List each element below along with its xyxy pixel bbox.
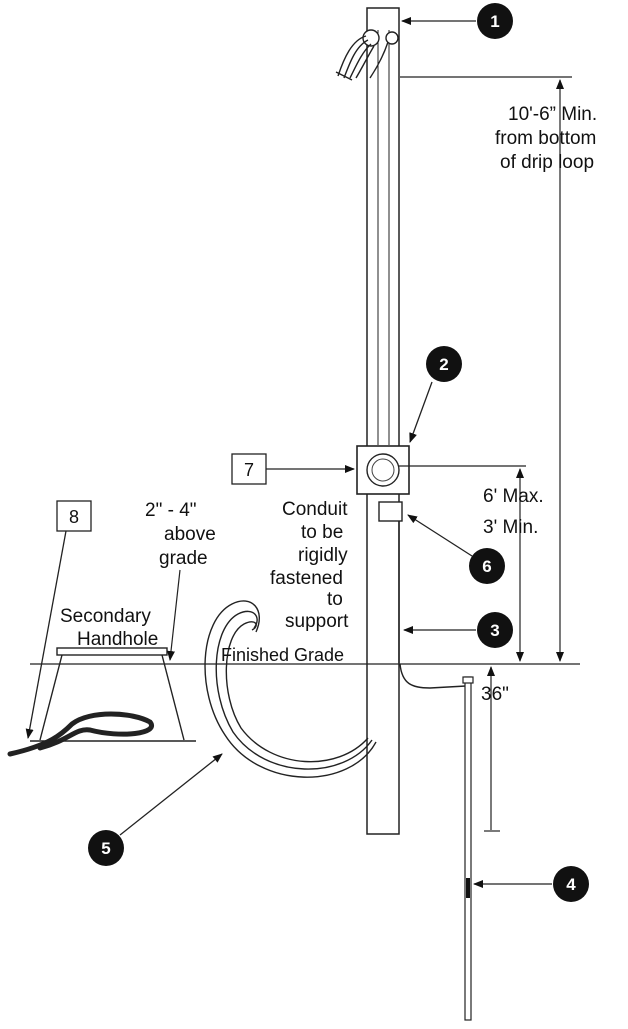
meter-socket-inner [371,458,395,482]
conduit-label-line6: support [285,611,349,632]
callout-3-badge [477,612,513,648]
callout-4-number: 4 [566,875,576,894]
dim-10ft6-line3: of drip loop [500,152,594,173]
callout-6-number: 6 [482,557,491,576]
dimension-10ft6 [400,76,572,662]
callout-4-badge [553,866,589,902]
callout-6-arrow [407,514,473,557]
secondary-handhole-line2: Handhole [77,629,158,650]
weatherhead-drip-loop [335,29,399,81]
callout-8-arrow [25,530,67,739]
callout-2-badge [426,346,462,382]
callout-2-number: 2 [439,355,448,374]
callout-1-number: 1 [490,12,499,31]
secondary-cable [204,600,377,778]
dim-36in: 36" [481,684,509,705]
handhole-height-line3: grade [159,548,208,569]
secondary-handhole [30,647,196,742]
callout-5-arrow [119,753,223,836]
ground-wire [399,663,467,689]
dim-meter-max: 6' Max. [483,486,544,507]
callout-5-number: 5 [101,839,110,858]
handhole-cable [7,711,155,757]
conduit-label-line4: fastened [270,568,343,589]
handhole-height-line1: 2" - 4" [145,500,197,521]
callout-8-number: 8 [69,507,79,527]
conduit-strap [378,501,403,522]
callout-8-box [56,500,92,532]
dim-meter-min: 3' Min. [483,517,538,538]
conduit-label-line3: rigidly [298,545,348,566]
finished-grade-label: Finished Grade [221,645,344,665]
callout-3-number: 3 [490,621,499,640]
handhole-height-line2: above [164,524,216,545]
conduit-label-line1: Conduit [282,499,348,520]
handhole-height-leader [167,569,181,661]
ground-rod-clamp [462,676,474,684]
conduit-label-line5: to [327,589,343,610]
dimension-36in [484,666,500,832]
secondary-handhole-line1: Secondary [60,606,151,627]
callout-2-arrow [409,381,433,443]
dim-10ft6-line1: 10'-6” Min. [508,104,597,125]
callout-7-number: 7 [244,460,254,480]
support-post [366,7,400,835]
callout-1-badge [477,3,513,39]
dim-10ft6-line2: from bottom [495,128,596,149]
conduit-label-line2: to be [301,522,343,543]
callout-6-badge [469,548,505,584]
ground-rod [464,676,472,1021]
callout-5-badge [88,830,124,866]
dimension-meter-height [399,465,526,662]
